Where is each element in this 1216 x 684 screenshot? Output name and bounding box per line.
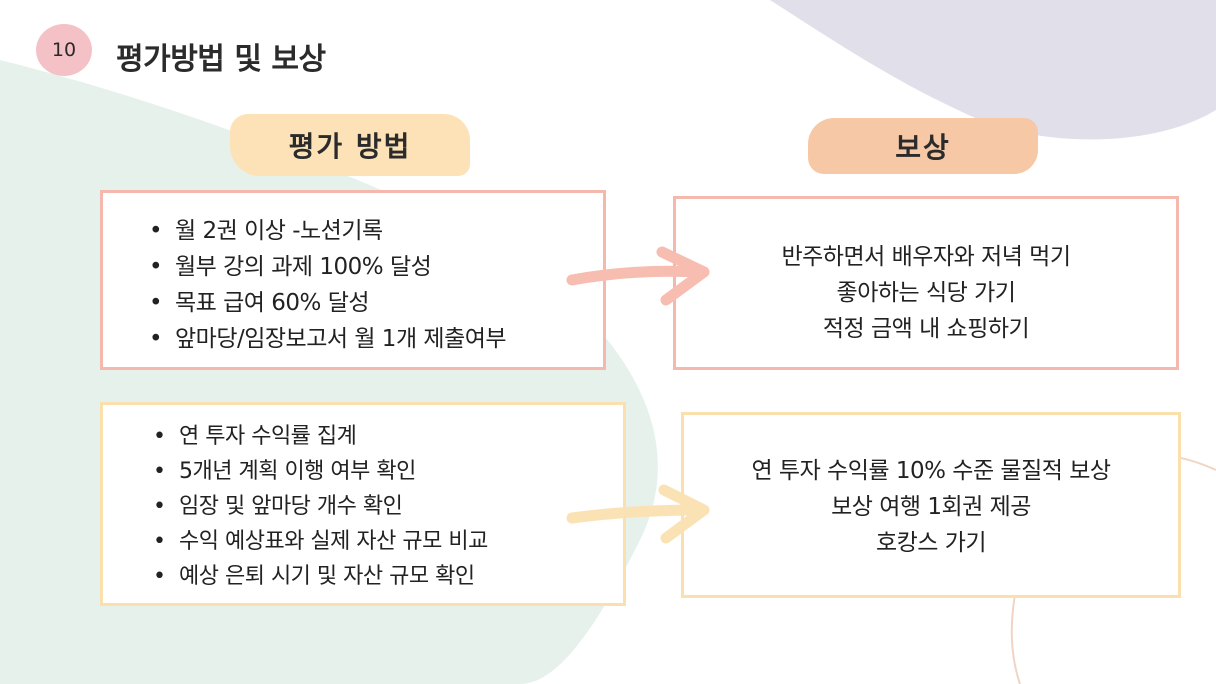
list-item: 목표 급여 60% 달성: [149, 285, 506, 321]
yearly-evaluation-box: 연 투자 수익률 집계 5개년 계획 이행 여부 확인 임장 및 앞마당 개수 …: [100, 402, 626, 606]
list-item: 적정 금액 내 쇼핑하기: [822, 316, 1030, 342]
yearly-evaluation-list: 연 투자 수익률 집계 5개년 계획 이행 여부 확인 임장 및 앞마당 개수 …: [153, 419, 488, 594]
monthly-reward-list: 반주하면서 배우자와 저녁 먹기 좋아하는 식당 가기 적정 금액 내 쇼핑하기: [676, 239, 1176, 347]
yearly-reward-box: 연 투자 수익률 10% 수준 물질적 보상 보상 여행 1회권 제공 호캉스 …: [681, 412, 1181, 598]
list-item: 월 2권 이상 -노션기록: [149, 213, 506, 249]
list-item: 임장 및 앞마당 개수 확인: [153, 489, 488, 524]
list-item: 좋아하는 식당 가기: [836, 280, 1016, 306]
list-item: 보상 여행 1회권 제공: [831, 494, 1031, 520]
reward-label: 보상: [808, 118, 1038, 174]
list-item: 5개년 계획 이행 여부 확인: [153, 454, 488, 489]
list-item: 수익 예상표와 실제 자산 규모 비교: [153, 524, 488, 559]
monthly-evaluation-box: 월 2권 이상 -노션기록 월부 강의 과제 100% 달성 목표 급여 60%…: [100, 190, 606, 370]
page-number: 10: [51, 39, 77, 61]
list-item: 예상 은퇴 시기 및 자산 규모 확인: [153, 559, 488, 594]
list-item: 반주하면서 배우자와 저녁 먹기: [781, 244, 1071, 270]
arrow-right-icon: [566, 484, 710, 544]
monthly-reward-box: 반주하면서 배우자와 저녁 먹기 좋아하는 식당 가기 적정 금액 내 쇼핑하기: [673, 196, 1179, 370]
evaluation-method-label: 평가 방법: [230, 114, 470, 176]
list-item: 호캉스 가기: [875, 530, 987, 556]
list-item: 연 투자 수익률 집계: [153, 419, 488, 454]
arrow-right-icon: [566, 246, 710, 306]
list-item: 연 투자 수익률 10% 수준 물질적 보상: [751, 458, 1111, 484]
page-number-badge: 10: [36, 24, 92, 76]
monthly-evaluation-list: 월 2권 이상 -노션기록 월부 강의 과제 100% 달성 목표 급여 60%…: [149, 213, 507, 357]
list-item: 월부 강의 과제 100% 달성: [149, 249, 506, 285]
lavender-blob: [770, 0, 1216, 140]
slide-title: 평가방법 및 보상: [116, 42, 326, 77]
list-item: 앞마당/임장보고서 월 1개 제출여부: [149, 321, 507, 357]
yearly-reward-list: 연 투자 수익률 10% 수준 물질적 보상 보상 여행 1회권 제공 호캉스 …: [684, 453, 1178, 561]
